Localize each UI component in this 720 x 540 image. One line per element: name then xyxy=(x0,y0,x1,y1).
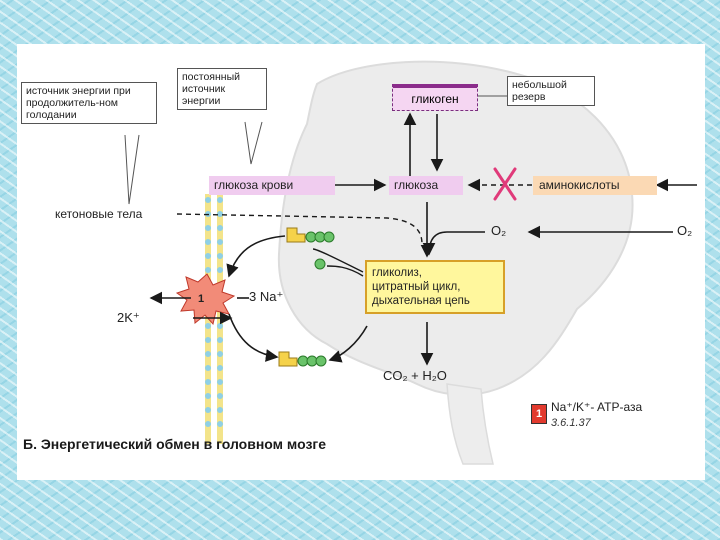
arrow-ketone-dashed xyxy=(176,213,423,245)
na-k-pump-icon xyxy=(175,273,236,326)
figure-caption: Б. Энергетический обмен в головном мозге xyxy=(23,436,327,452)
amino-acids-node: аминокислоты xyxy=(533,176,657,195)
ketone-bodies-label: кетоновые тела xyxy=(55,207,143,221)
constant-callout-tail xyxy=(244,121,263,165)
fasting-callout-tail xyxy=(124,134,140,205)
arrow-atp-to-pump xyxy=(226,235,286,278)
na-ions-label: 3 Na⁺ xyxy=(249,289,284,304)
arrow-pi-recycle xyxy=(326,265,364,277)
brain-silhouette xyxy=(277,60,634,396)
arrow-metabolism-to-atp-bottom xyxy=(328,325,368,363)
brainstem-silhouette xyxy=(446,383,494,465)
k-ions-label: 2K⁺ xyxy=(117,310,140,325)
atp-molecule-icon xyxy=(286,227,335,243)
blood-glucose-node: глюкоза крови xyxy=(209,176,335,195)
arrow-adp-from-pump xyxy=(228,313,279,362)
metabolism-line-respiratory: дыхательная цепь xyxy=(372,295,470,307)
constant-source-callout: постоянный источник энергии xyxy=(177,68,267,110)
o2-inner-label: O₂ xyxy=(491,223,507,238)
metabolism-line-citrate: цитратный цикл, xyxy=(372,281,461,293)
metabolism-line-glycolysis: гликолиз, xyxy=(372,267,422,279)
inhibition-cross-icon xyxy=(493,167,517,201)
diagram-panel: источник энергии при продолжитель-ном го… xyxy=(17,44,705,480)
arrow-o2-to-metabolism xyxy=(422,231,485,256)
fasting-source-callout: источник энергии при продолжитель-ном го… xyxy=(21,82,157,124)
legend-enzyme-label: Na⁺/K⁺- ATP-аза xyxy=(551,400,643,414)
legend-number-badge: 1 xyxy=(531,404,547,424)
metabolism-node: гликолиз, цитратный цикл, дыхательная це… xyxy=(365,260,505,314)
glycogen-node: гликоген xyxy=(392,84,478,111)
o2-outer-label: O₂ xyxy=(677,223,693,238)
arrow-metabolism-to-atp-top xyxy=(312,248,364,273)
pump-number-label: 1 xyxy=(198,293,205,305)
phosphate-icon xyxy=(314,258,326,270)
adp-molecule-icon xyxy=(278,351,327,367)
legend-reference: 3.6.1.37 xyxy=(551,417,591,429)
glucose-node: глюкоза xyxy=(389,176,463,195)
co2-h2o-label: CO₂ + H₂O xyxy=(383,368,447,383)
small-reserve-callout: небольшой резерв xyxy=(507,76,595,106)
